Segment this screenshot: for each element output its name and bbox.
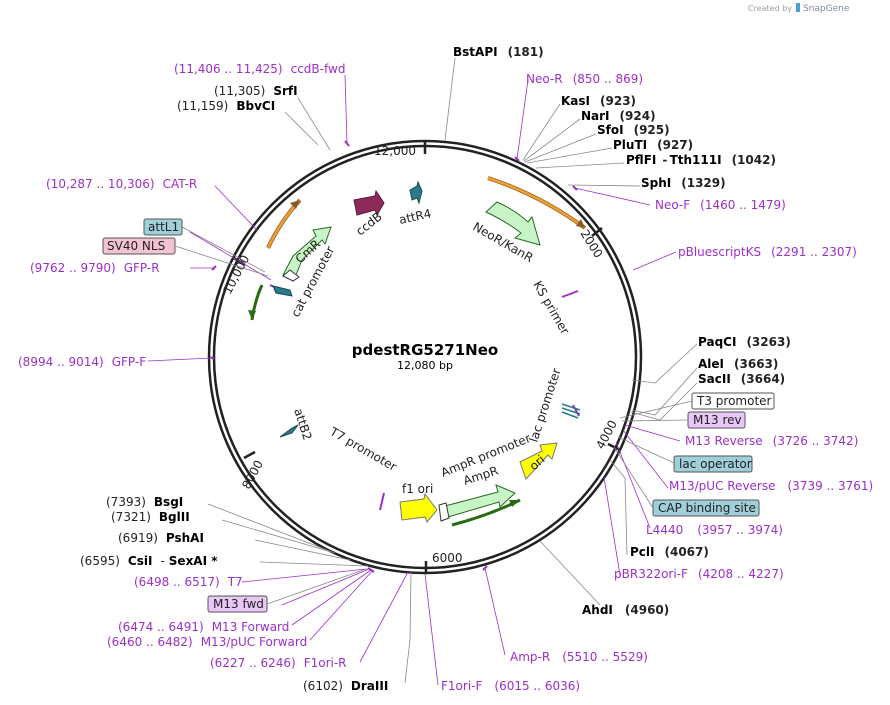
orange-feature-neo-arrow [576,219,585,228]
label-attb2: attB2 [291,407,314,442]
snapgene-logo-icon [796,3,800,12]
cat-promoter-arrow [282,269,300,282]
label-attr4: attR4 [398,206,433,227]
brand-text: SnapGene [803,4,850,14]
label-sv40-nls: SV40 NLS [107,239,165,253]
attb2-mark [279,424,299,438]
tick-label-12000: 12,000 [374,144,416,158]
box-connectors [174,226,693,605]
primer-neo-f[interactable]: Neo-F(1460 .. 1479) [655,198,786,212]
site-bstapi[interactable]: BstAPI(181) [453,45,544,59]
primer-f1ori-f[interactable]: F1ori-F(6015 .. 6036) [441,679,580,693]
label-lac-operator: lac operator [679,457,752,471]
primer-connectors [147,74,681,686]
site-pluti[interactable]: PluTI(927) [613,138,693,152]
ampr-promoter-arrow [438,502,450,522]
primer-pbr322ori-f[interactable]: pBR322ori-F(4208 .. 4227) [614,567,784,581]
site-pflfi-tth111i[interactable]: PflFI-Tth111I(1042) [626,153,776,167]
site-sphi[interactable]: SphI(1329) [641,176,726,190]
site-sfoi[interactable]: SfoI(925) [597,123,670,137]
site-labels: BstAPI(181) KasI(923) NarI(924) SfoI(925… [80,45,791,693]
site-bglii[interactable]: (7321)BglII [111,510,190,524]
cmr-arrow [282,226,332,281]
site-connectors [207,57,698,684]
primer-l4440[interactable]: L4440(3957 .. 3974) [646,523,783,537]
lac-region-marks [561,403,581,419]
primer-m13-forward[interactable]: (6474 .. 6491)M13 Forward [118,620,289,634]
attl1-mark [272,285,293,297]
primer-gfp-r[interactable]: (9762 .. 9790)GFP-R [30,261,160,275]
green-feature-amp-arrow [509,500,520,507]
primer-neo-r[interactable]: Neo-R(850 .. 869) [526,72,643,86]
green-feature-gfp-arrow [248,310,256,320]
plasmid-length: 12,080 bp [397,359,453,372]
plasmid-name: pdestRG5271Neo [352,341,498,359]
label-f1-ori: f1 ori [402,482,433,496]
tick-label-6000: 6000 [432,551,463,565]
primer-cat-r[interactable]: (10,287 .. 10,306)CAT-R [46,177,197,191]
site-csii-sexai[interactable]: (6595)CsiI-SexAI * [80,554,218,568]
label-lac-promoter: lac promoter [527,367,564,444]
label-t7-promoter: T7 promoter [327,424,399,474]
site-paqci[interactable]: PaqCI(3263) [698,335,791,349]
site-sacii[interactable]: SacII(3664) [698,372,785,386]
site-alei[interactable]: AleI(3663) [698,357,778,371]
primer-labels: (11,406 .. 11,425)ccdB-fwd Neo-R(850 .. … [18,62,873,693]
primer-m13puc-forward[interactable]: (6460 .. 6482)M13/pUC Forward [107,635,307,649]
primer-pbluescriptks[interactable]: pBluescriptKS(2291 .. 2307) [678,245,857,259]
attr4-arrow [409,180,423,205]
label-attl1: attL1 [148,220,179,234]
label-cap-binding-site: CAP binding site [658,501,756,515]
box-lac-operator[interactable] [673,455,753,473]
site-draiii[interactable]: (6102)DraIII [303,679,388,693]
boxed-labels: T3 promoter M13 rev lac operator CAP bin… [102,218,775,613]
site-srfi[interactable]: (11,305)SrfI [214,84,298,98]
primer-ccdb-fwd[interactable]: (11,406 .. 11,425)ccdB-fwd [174,62,345,76]
ori-arrow [519,442,558,480]
orange-feature-neo-fill [487,176,586,230]
primer-t7[interactable]: (6498 .. 6517)T7 [134,575,243,589]
site-pshai[interactable]: (6919)PshAI [118,531,204,545]
label-ks-primer: KS primer [530,279,572,337]
site-pcli[interactable]: PclI(4067) [630,545,709,559]
primer-m13-reverse[interactable]: M13 Reverse(3726 .. 3742) [685,434,858,448]
site-bsgi[interactable]: (7393)BsgI [106,495,183,509]
label-t3-promoter: T3 promoter [696,394,772,408]
ampr-arrow [444,484,516,518]
label-m13-fwd: M13 fwd [213,597,264,611]
primer-m13puc-reverse[interactable]: M13/pUC Reverse(3739 .. 3761) [669,479,873,493]
site-kasi[interactable]: KasI(923) [561,94,636,108]
tick-2000 [591,227,603,237]
credit-text: Created by [748,4,792,13]
neor-kanr-arrow [485,201,541,246]
orange-feature-cm-arrow [290,200,300,209]
credit: Created by SnapGene [748,3,850,14]
f1-ori-arrow [399,492,438,523]
tick-8000 [243,450,256,460]
primer-f1ori-r[interactable]: (6227 .. 6246)F1ori-R [210,656,347,670]
site-bbvci[interactable]: (11,159)BbvCI [177,99,275,113]
ccdb-arrow [353,189,385,217]
site-nari[interactable]: NarI(924) [581,109,656,123]
primer-amp-r[interactable]: Amp-R(5510 .. 5529) [510,650,648,664]
label-m13-rev: M13 rev [693,413,742,427]
site-ahdi[interactable]: AhdI(4960) [582,603,669,617]
primer-gfp-f[interactable]: (8994 .. 9014)GFP-F [18,355,146,369]
